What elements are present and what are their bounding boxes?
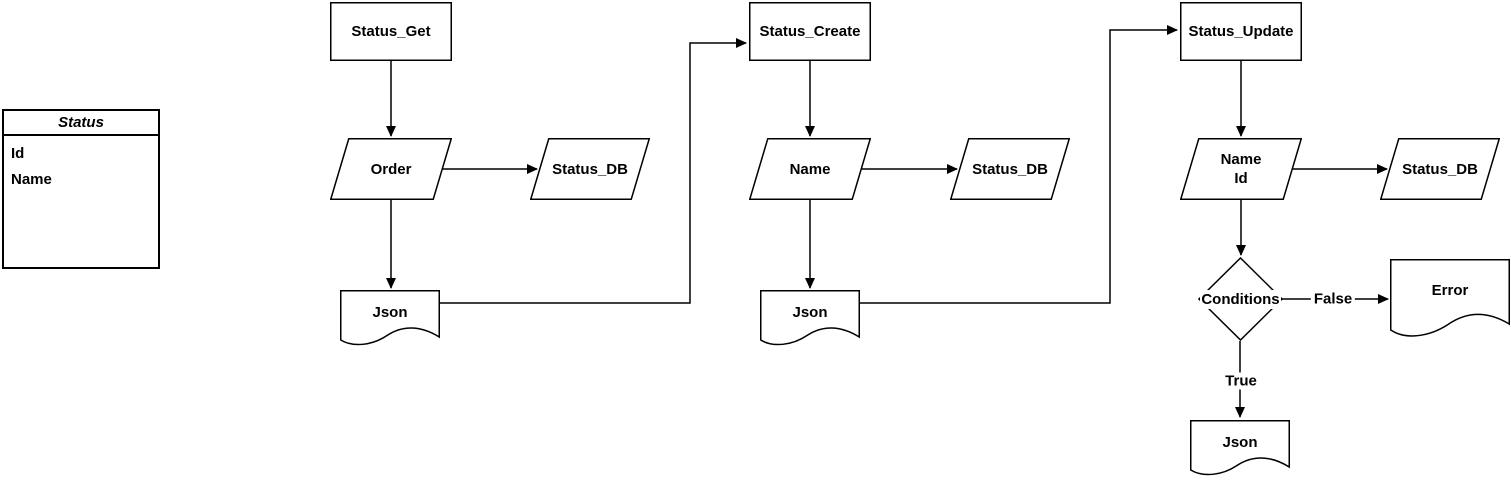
edge-json-to-statusupdate: [860, 25, 1178, 304]
class-title: Status: [4, 111, 158, 136]
node-json-1[interactable]: Json: [340, 290, 440, 348]
parallelogram-shape: [1380, 138, 1500, 200]
class-field-list: Id Name: [4, 136, 158, 198]
node-label: Status_DB: [552, 160, 628, 178]
edge-json-to-statuscreate: [440, 38, 747, 304]
process-rect-shape: [1180, 2, 1302, 61]
node-label-line-2: Id: [1234, 170, 1248, 187]
node-status-update[interactable]: Status_Update: [1180, 2, 1302, 61]
node-label: Order: [370, 160, 412, 178]
node-label-line-1: Name: [1220, 151, 1262, 168]
node-error[interactable]: Error: [1390, 259, 1510, 345]
node-label: Status_Update: [1188, 23, 1294, 40]
parallelogram-shape: [950, 138, 1070, 200]
node-label: Json: [372, 303, 408, 321]
document-shape: [1190, 420, 1290, 476]
node-status-create[interactable]: Status_Create: [749, 2, 871, 61]
document-shape: [1390, 259, 1510, 337]
node-label: Error: [1431, 281, 1469, 299]
node-order[interactable]: Order: [330, 138, 452, 200]
class-field-name: Name: [11, 171, 52, 188]
process-rect-shape: [749, 2, 871, 61]
parallelogram-shape: [330, 138, 452, 200]
node-label: Name: [789, 160, 831, 178]
node-label: Name Id: [1180, 138, 1302, 200]
parallelogram-shape: [530, 138, 650, 200]
class-box-status[interactable]: Status Id Name: [2, 109, 160, 269]
node-conditions[interactable]: Conditions: [1198, 257, 1283, 341]
node-json-2[interactable]: Json: [760, 290, 860, 348]
node-status-db-3[interactable]: Status_DB: [1380, 138, 1500, 200]
class-field-id: Id: [11, 145, 25, 162]
node-json-3[interactable]: Json: [1190, 420, 1290, 478]
document-shape: [340, 290, 440, 346]
node-status-db-1[interactable]: Status_DB: [530, 138, 650, 200]
edge-label-false: False: [1310, 290, 1356, 308]
node-label: Status_DB: [1402, 160, 1478, 178]
node-label: Status_DB: [972, 160, 1048, 178]
parallelogram-shape: [749, 138, 871, 200]
edge-label-true: True: [1222, 372, 1260, 390]
node-status-db-2[interactable]: Status_DB: [950, 138, 1070, 200]
node-label: Json: [1222, 433, 1258, 451]
node-name[interactable]: Name: [749, 138, 871, 200]
parallelogram-shape: [1180, 138, 1302, 200]
node-label: Status_Get: [351, 23, 431, 40]
node-label: Json: [792, 303, 828, 321]
node-status-get[interactable]: Status_Get: [330, 2, 452, 61]
node-label: Conditions: [1200, 289, 1281, 309]
process-rect-shape: [330, 2, 452, 61]
node-label: Status_Create: [759, 23, 861, 40]
node-name-id[interactable]: Name Id: [1180, 138, 1302, 200]
document-shape: [760, 290, 860, 346]
